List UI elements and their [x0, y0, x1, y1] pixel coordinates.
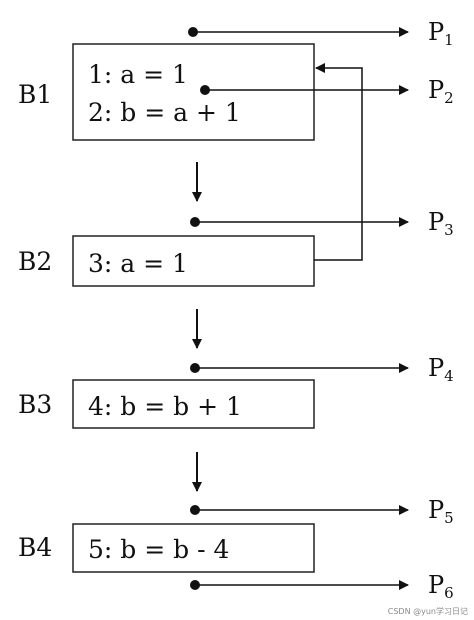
back-edge-arrow	[314, 63, 363, 261]
program-point-base-3: P	[428, 208, 444, 236]
code-line-5: 5: b = b - 4	[88, 535, 229, 564]
code-line-2: 2: b = a + 1	[88, 98, 241, 127]
program-point-label-1: P1	[428, 18, 454, 49]
block-label-b3: B3	[18, 390, 52, 419]
program-point-base-1: P	[428, 18, 444, 46]
code-line-4: 4: b = b + 1	[88, 392, 242, 421]
code-line-3: 3: a = 1	[88, 249, 188, 278]
program-point-label-4: P4	[428, 354, 454, 385]
program-point-sub-6: 6	[444, 584, 454, 602]
block-box-b3	[72, 379, 315, 429]
program-point-sub-3: 3	[444, 221, 454, 239]
program-point-sub-4: 4	[444, 367, 454, 385]
block-label-b4: B4	[18, 533, 52, 562]
program-point-label-5: P5	[428, 496, 454, 527]
program-point-base-5: P	[428, 496, 444, 524]
program-point-sub-5: 5	[444, 509, 454, 527]
program-point-base-6: P	[428, 571, 444, 599]
block-label-b2: B2	[18, 247, 52, 276]
program-point-label-6: P6	[428, 571, 454, 602]
program-point-label-3: P3	[428, 208, 454, 239]
program-point-sub-1: 1	[444, 31, 454, 49]
block-box-b2	[72, 235, 315, 287]
program-point-label-2: P2	[428, 76, 454, 107]
block-box-b1	[72, 43, 315, 141]
block-box-b4	[72, 523, 315, 573]
watermark-text: CSDN @yun学习日记	[388, 606, 468, 616]
block-label-b1: B1	[18, 80, 52, 109]
program-point-base-4: P	[428, 354, 444, 382]
code-line-1: 1: a = 1	[88, 60, 188, 89]
program-point-sub-2: 2	[444, 89, 454, 107]
program-point-base-2: P	[428, 76, 444, 104]
